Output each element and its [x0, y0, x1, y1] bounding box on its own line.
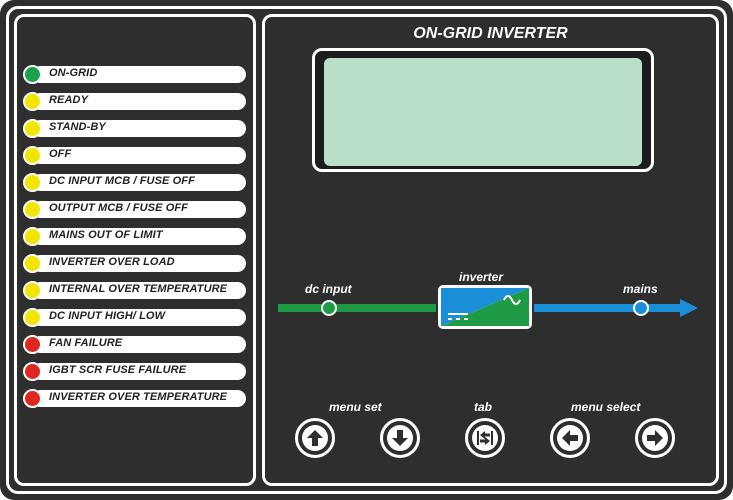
status-led-icon [23, 119, 42, 138]
status-row: READY [22, 92, 246, 111]
status-label: STAND-BY [49, 121, 106, 133]
panel-outer-border [6, 6, 727, 494]
status-row: STAND-BY [22, 119, 246, 138]
status-label-plate [32, 228, 246, 245]
menu-left-button[interactable] [550, 418, 590, 458]
status-row: IGBT SCR FUSE FAILURE [22, 362, 246, 381]
tab-button[interactable] [465, 418, 505, 458]
status-label-plate [32, 93, 246, 110]
power-flow-diagram: dc input inverter mains [262, 264, 719, 344]
dc-input-indicator [321, 300, 337, 316]
mains-label: mains [623, 282, 658, 296]
status-label: MAINS OUT OF LIMIT [49, 229, 163, 241]
status-indicator-box [14, 14, 256, 486]
status-label: FAN FAILURE [49, 337, 123, 349]
dc-symbol-icon [448, 313, 468, 320]
menu-set-label: menu set [329, 400, 382, 414]
status-label-plate [32, 390, 246, 407]
tab-label: tab [474, 400, 492, 414]
status-row: DC INPUT MCB / FUSE OFF [22, 173, 246, 192]
status-led-icon [23, 362, 42, 381]
status-label: INTERNAL OVER TEMPERATURE [49, 283, 228, 295]
status-label-plate [32, 309, 246, 326]
status-led-icon [23, 254, 42, 273]
status-label: INVERTER OVER LOAD [49, 256, 175, 268]
status-label-plate [32, 66, 246, 83]
status-led-icon [23, 146, 42, 165]
status-led-icon [23, 92, 42, 111]
status-led-icon [23, 281, 42, 300]
status-label: DC INPUT MCB / FUSE OFF [49, 175, 195, 187]
status-label-plate [32, 336, 246, 353]
menu-select-label: menu select [571, 400, 641, 414]
mains-indicator [633, 300, 649, 316]
status-led-icon [23, 173, 42, 192]
arrow-up-icon [307, 430, 323, 446]
status-label-plate [32, 120, 246, 137]
status-row: INVERTER OVER LOAD [22, 254, 246, 273]
inverter-block [438, 285, 532, 329]
status-label: ON-GRID [49, 67, 98, 79]
menu-up-button[interactable] [295, 418, 335, 458]
mains-line [534, 304, 682, 312]
ac-sine-icon [503, 295, 521, 305]
dc-input-label: dc input [305, 282, 352, 296]
tab-icon [477, 431, 493, 445]
dc-input-line [278, 304, 436, 312]
mains-arrow-icon [680, 299, 698, 317]
status-row: INVERTER OVER TEMPERATURE [22, 389, 246, 408]
panel-title: ON-GRID INVERTER [413, 25, 568, 42]
status-led-icon [23, 308, 42, 327]
status-label-plate [32, 255, 246, 272]
status-label-plate [32, 201, 246, 218]
status-led-icon [23, 227, 42, 246]
status-label-plate [32, 174, 246, 191]
status-row: OUTPUT MCB / FUSE OFF [22, 200, 246, 219]
inverter-label: inverter [459, 270, 504, 284]
status-label-plate [32, 282, 246, 299]
control-box [262, 14, 719, 486]
status-led-icon [23, 335, 42, 354]
status-label: INVERTER OVER TEMPERATURE [49, 391, 228, 403]
status-led-icon [23, 200, 42, 219]
status-led-icon [23, 65, 42, 84]
arrow-down-icon [392, 430, 408, 446]
status-label: OFF [49, 148, 72, 160]
status-row: MAINS OUT OF LIMIT [22, 227, 246, 246]
status-row: FAN FAILURE [22, 335, 246, 354]
status-label: OUTPUT MCB / FUSE OFF [49, 202, 188, 214]
menu-down-button[interactable] [380, 418, 420, 458]
status-label-plate [32, 363, 246, 380]
status-label: IGBT SCR FUSE FAILURE [49, 364, 187, 376]
status-label: READY [49, 94, 89, 106]
menu-right-button[interactable] [635, 418, 675, 458]
lcd-display [324, 58, 642, 166]
power-flow-svg [278, 285, 698, 329]
status-label-plate [32, 147, 246, 164]
status-row: OFF [22, 146, 246, 165]
status-led-icon [23, 389, 42, 408]
status-row: DC INPUT HIGH/ LOW [22, 308, 246, 327]
arrow-right-icon [647, 430, 663, 446]
arrow-left-icon [562, 430, 578, 446]
status-row: ON-GRID [22, 65, 246, 84]
status-row: INTERNAL OVER TEMPERATURE [22, 281, 246, 300]
status-label: DC INPUT HIGH/ LOW [49, 310, 166, 322]
